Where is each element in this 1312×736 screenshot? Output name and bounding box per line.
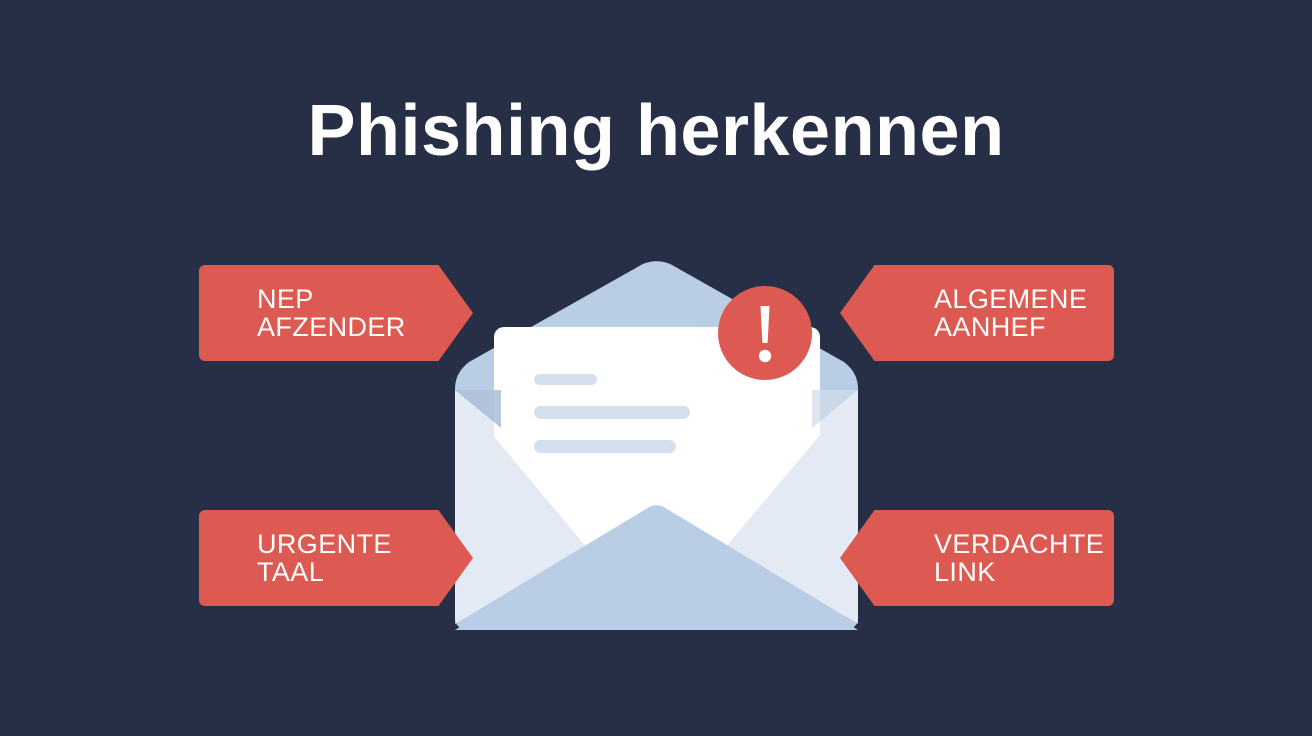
tag-nep-afzender[interactable]: NEP AFZENDER bbox=[199, 265, 437, 361]
page-title: Phishing herkennen bbox=[307, 91, 1005, 171]
tag-nep-afzender-label: NEP AFZENDER bbox=[257, 284, 406, 342]
letter-line-short bbox=[534, 374, 597, 385]
exclamation-dot-icon bbox=[758, 349, 772, 363]
envelope-illustration bbox=[455, 258, 858, 630]
envelope-fold-left bbox=[455, 390, 501, 428]
letter-line-long bbox=[534, 406, 690, 419]
exclamation-mark-icon bbox=[760, 306, 770, 343]
warning-badge bbox=[718, 286, 812, 380]
envelope-front-flap-rounded bbox=[455, 505, 858, 630]
envelope-fold-right bbox=[812, 390, 858, 428]
letter-line-medium bbox=[534, 440, 676, 453]
envelope-letter bbox=[494, 327, 820, 557]
